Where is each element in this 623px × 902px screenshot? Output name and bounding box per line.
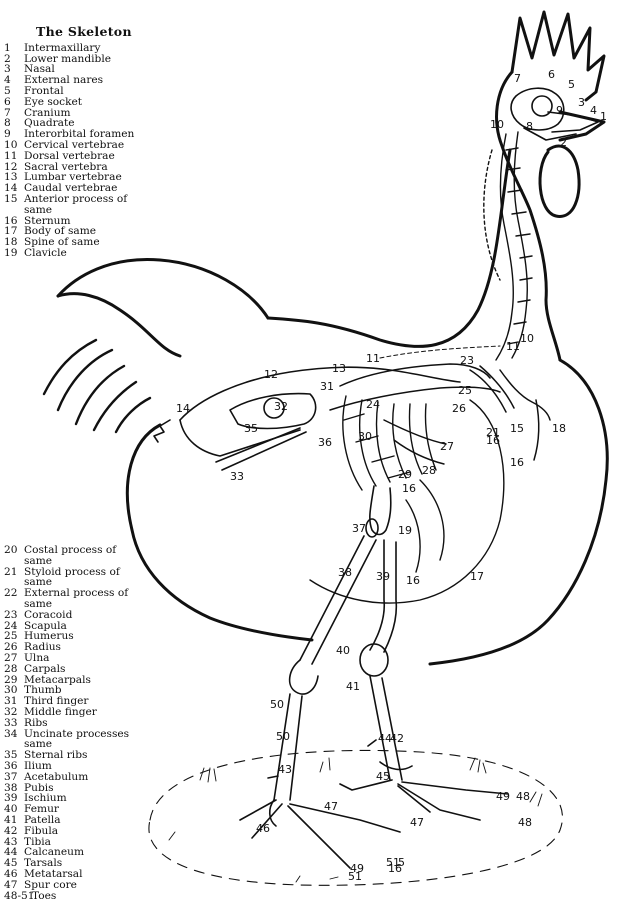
callout-number: 47: [324, 800, 338, 813]
callout-number: 31: [320, 380, 334, 393]
callout-number: 25: [458, 384, 472, 397]
callout-number: 38: [338, 566, 352, 579]
tail-feathers: [44, 340, 150, 432]
callout-number: 5: [568, 78, 575, 91]
callout-number: 16: [402, 482, 416, 495]
callout-number: 19: [398, 524, 412, 537]
callout-number: 35: [244, 422, 258, 435]
callout-number: 23: [460, 354, 474, 367]
callout-number: 29: [398, 468, 412, 481]
callout-number: 30: [358, 430, 372, 443]
callout-number: 32: [274, 400, 288, 413]
callout-number: 33: [230, 470, 244, 483]
callout-number: 14: [176, 402, 190, 415]
callout-number: 13: [332, 362, 346, 375]
legs: [240, 486, 508, 868]
callout-number: 16: [388, 862, 402, 875]
callout-number: 24: [366, 398, 380, 411]
callout-number: 51: [348, 870, 362, 883]
callout-number: 15: [510, 422, 524, 435]
callout-number: 12: [264, 368, 278, 381]
callout-number: 44: [378, 732, 392, 745]
callout-number: 3: [578, 96, 585, 109]
callout-number: 43: [278, 763, 292, 776]
callout-number: 27: [440, 440, 454, 453]
callout-number: 18: [552, 422, 566, 435]
callout-number: 9: [556, 104, 563, 117]
callout-number: 50: [276, 730, 290, 743]
callout-number: 8: [526, 120, 533, 133]
callout-number: 7: [514, 72, 521, 85]
callout-number: 11: [506, 340, 520, 353]
callout-number: 46: [256, 822, 270, 835]
callout-number: 17: [470, 570, 484, 583]
callout-number: 36: [318, 436, 332, 449]
callout-number: 10: [490, 118, 504, 131]
callout-number: 48: [516, 790, 530, 803]
callout-number: 16: [510, 456, 524, 469]
callout-number: 10: [520, 332, 534, 345]
callout-number: 42: [390, 732, 404, 745]
callout-number: 11: [366, 352, 380, 365]
callout-number: 39: [376, 570, 390, 583]
callout-number: 49: [496, 790, 510, 803]
callout-number: 50: [270, 698, 284, 711]
callout-number: 45: [376, 770, 390, 783]
callout-number: 37: [352, 522, 366, 535]
callout-number: 21: [486, 426, 500, 439]
callout-number: 28: [422, 464, 436, 477]
callout-number: 41: [346, 680, 360, 693]
callout-number: 6: [548, 68, 555, 81]
callout-number: 40: [336, 644, 350, 657]
callout-number: 1: [600, 110, 607, 123]
callout-number: 4: [590, 104, 597, 117]
callout-number: 48: [518, 816, 532, 829]
callout-number: 16: [406, 574, 420, 587]
callout-number: 2: [560, 136, 567, 149]
callout-number: 26: [452, 402, 466, 415]
callout-number: 47: [410, 816, 424, 829]
dorsal-line: [380, 346, 500, 358]
